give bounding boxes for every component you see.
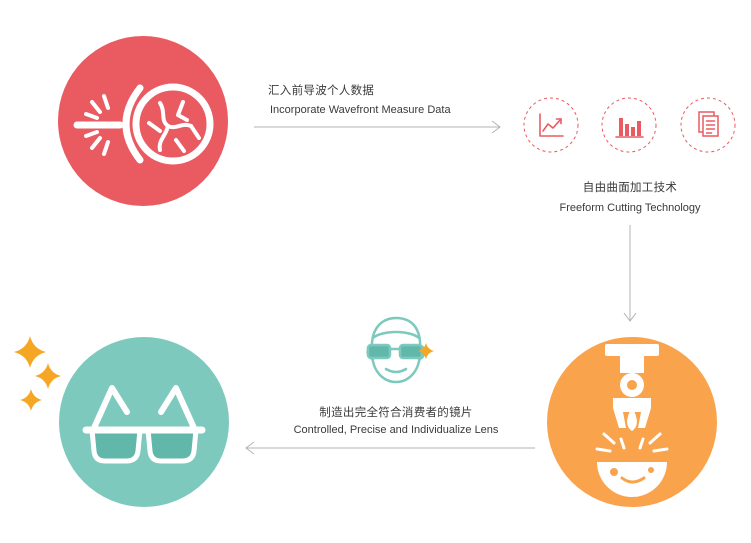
step3-title-zh: 制造出完全符合消费者的镜片 — [319, 407, 473, 419]
document-badge — [680, 97, 736, 153]
cutting-sparks — [595, 432, 669, 453]
data-icon-group — [523, 97, 736, 153]
right-temple — [158, 385, 197, 431]
lens-step-node — [59, 337, 229, 507]
glasses-icon — [82, 385, 206, 464]
bar-chart-badge — [601, 97, 657, 153]
face-glasses-right-lens — [398, 343, 424, 360]
smile — [384, 367, 408, 374]
left-lens — [89, 427, 143, 464]
eye-lid-arc — [122, 84, 144, 164]
arrow-to-data — [254, 120, 501, 134]
line-chart-badge — [523, 97, 579, 153]
wavefront-step-node — [58, 36, 228, 206]
arrow-to-lens — [245, 441, 535, 455]
machine-neck — [620, 356, 644, 373]
tool-holder — [613, 398, 651, 428]
step1-title-en: Incorporate Wavefront Measure Data — [270, 104, 451, 116]
sparkle-icon — [14, 336, 46, 368]
step1-title-zh: 汇入前导波个人数据 — [268, 85, 375, 97]
bar-chart-icon — [615, 118, 644, 138]
step2-title-zh: 自由曲面加工技术 — [582, 182, 678, 194]
sparkle-icon — [418, 343, 434, 359]
wavefront-eye-icon — [73, 83, 214, 165]
step3-title-en: Controlled, Precise and Individualize Le… — [293, 424, 499, 436]
face-glasses-left-lens — [366, 343, 392, 360]
cutting-step-node — [547, 337, 717, 507]
eye-veins — [147, 100, 201, 153]
arrow-to-cutting — [623, 225, 637, 322]
document-icon — [698, 111, 719, 137]
customer-face-icon — [366, 316, 426, 384]
cutting-drop — [627, 407, 637, 431]
wavefront-circle — [58, 36, 228, 206]
sparkle-icon — [35, 363, 61, 389]
right-lens — [145, 427, 199, 464]
step2-title-en: Freeform Cutting Technology — [559, 202, 701, 214]
wavefront-rays — [84, 94, 110, 156]
sparkle-group — [14, 336, 61, 411]
line-chart-icon — [539, 113, 564, 137]
left-temple — [91, 385, 130, 431]
eye-ring — [132, 83, 214, 165]
sparkle-icon — [20, 389, 42, 411]
freeform-cutting-machine-icon — [595, 344, 669, 497]
lens-circle — [59, 337, 229, 507]
dashed-circle — [523, 97, 579, 153]
machine-top-bar — [605, 344, 659, 356]
hairline — [371, 330, 421, 340]
